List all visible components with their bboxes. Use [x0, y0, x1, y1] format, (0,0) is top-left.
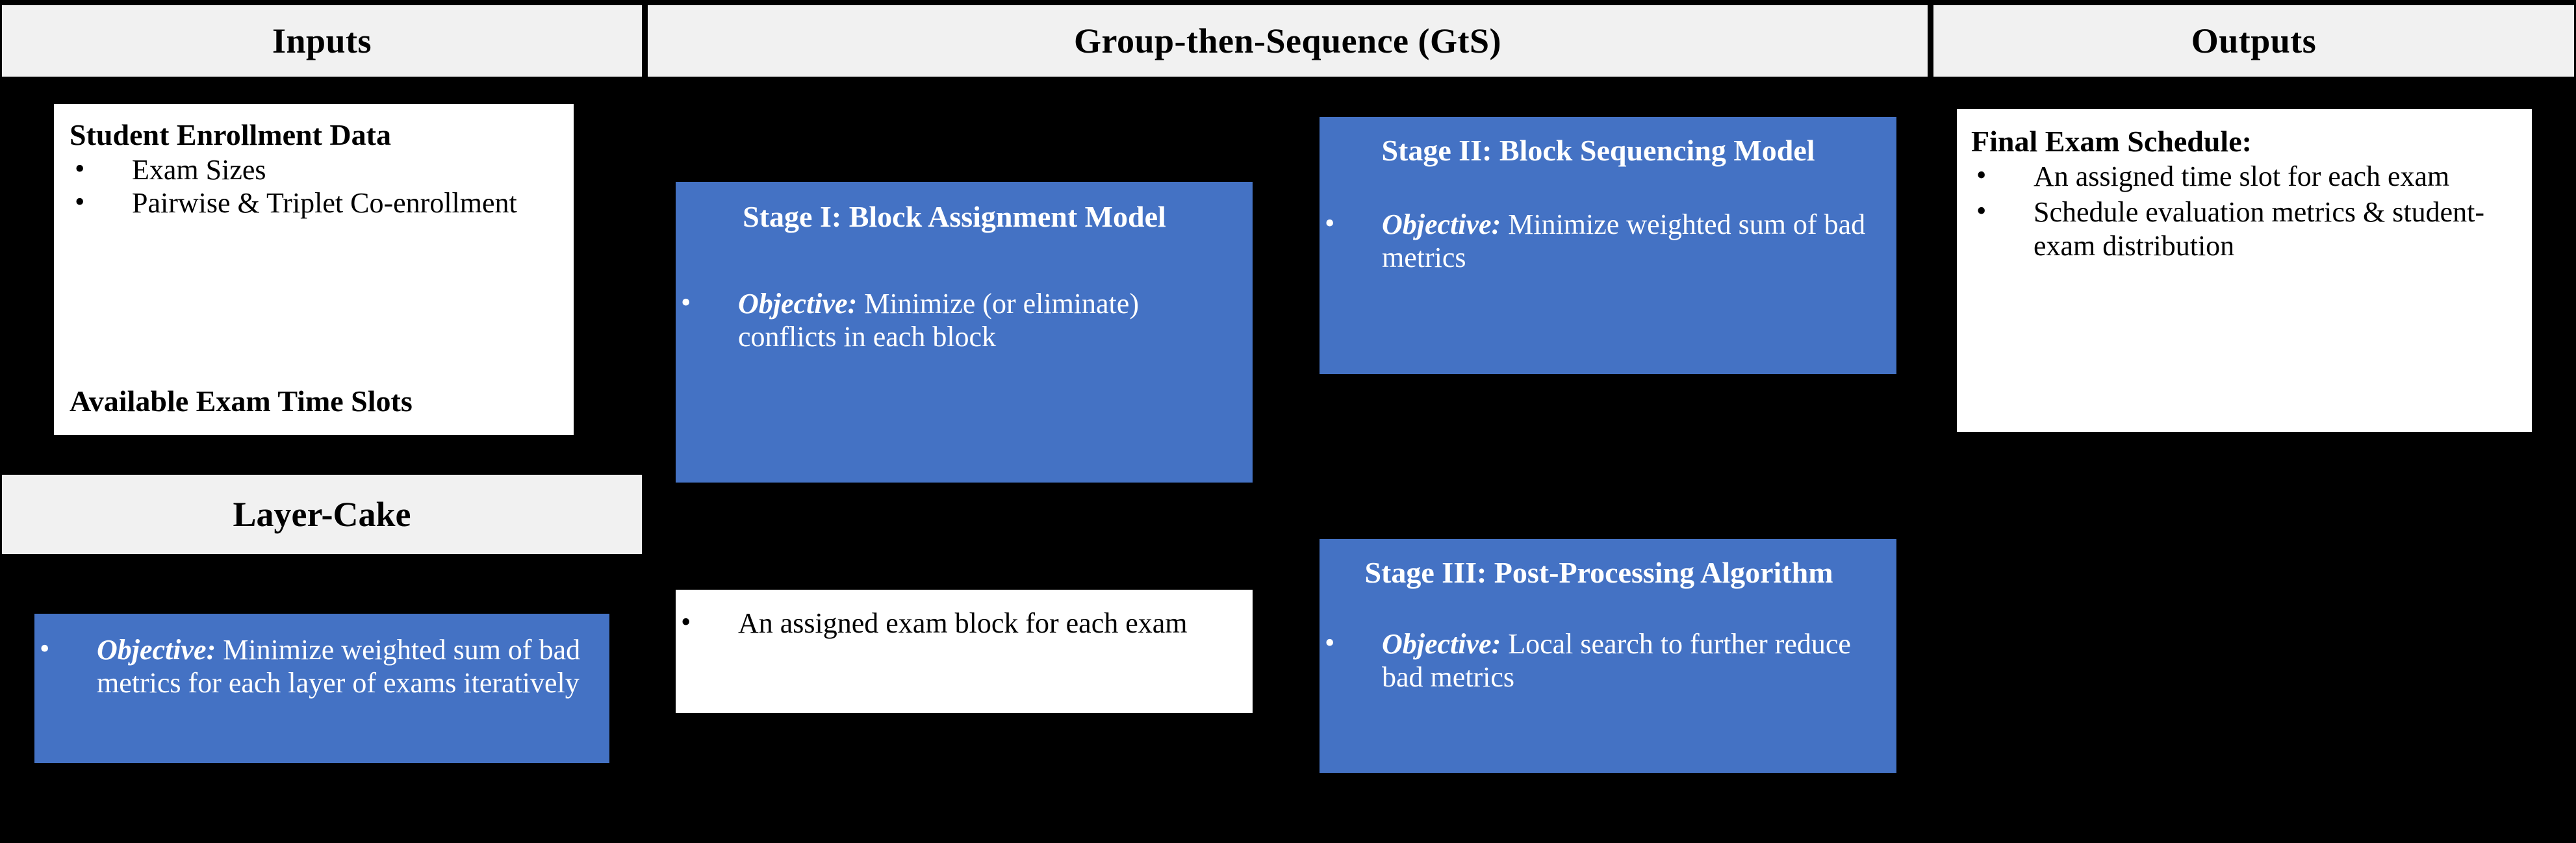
layer-cake-header-label: Layer-Cake: [233, 495, 411, 534]
list-item: Objective: Local search to further reduc…: [1320, 626, 1878, 694]
stage-3-card: Stage III: Post-Processing Algorithm Obj…: [1320, 539, 1896, 773]
objective-text: Minimize (or eliminate) conflicts in eac…: [738, 287, 1139, 353]
inputs-card-footer: Available Exam Time Slots: [70, 384, 413, 418]
column-header-gts-label: Group-then-Sequence (GtS): [1073, 21, 1502, 60]
inputs-card-bullet-list: Exam Sizes Pairwise & Triplet Co-enrollm…: [70, 152, 557, 220]
gts-intermediate-output-card: An assigned exam block for each exam: [676, 590, 1253, 713]
objective-label: Objective:: [1382, 208, 1501, 240]
list-item: An assigned time slot for each exam: [1971, 158, 2515, 193]
layer-cake-bullet-list: Objective: Minimize weighted sum of bad …: [34, 632, 593, 700]
list-item: An assigned exam block for each exam: [676, 605, 1237, 640]
list-item: Schedule evaluation metrics & student-ex…: [1971, 194, 2515, 262]
outputs-card-bullet-list: An assigned time slot for each exam Sche…: [1971, 158, 2515, 262]
stage-2-title: Stage II: Block Sequencing Model: [1381, 134, 1815, 167]
column-header-gts: Group-then-Sequence (GtS): [648, 5, 1928, 77]
stage-1-card: Stage I: Block Assignment Model Objectiv…: [676, 182, 1253, 483]
objective-label: Objective:: [1382, 627, 1501, 660]
stage-2-card: Stage II: Block Sequencing Model Objecti…: [1320, 117, 1896, 374]
stray-bullet-icon: [1310, 134, 1321, 145]
gts-intermediate-bullet-list: An assigned exam block for each exam: [676, 605, 1237, 640]
list-item: Objective: Minimize weighted sum of bad …: [34, 632, 593, 700]
stage-2-bullet-list: Objective: Minimize weighted sum of bad …: [1320, 207, 1877, 275]
outputs-card-title: Final Exam Schedule:: [1971, 125, 2252, 158]
objective-text: Minimize weighted sum of bad metrics for…: [97, 634, 581, 699]
column-header-inputs: Inputs: [2, 5, 642, 77]
inputs-card: Student Enrollment Data Exam Sizes Pairw…: [54, 104, 574, 435]
stage-1-bullet-list: Objective: Minimize (or eliminate) confl…: [676, 286, 1233, 354]
objective-label: Objective:: [97, 634, 216, 666]
layer-cake-card: Objective: Minimize weighted sum of bad …: [34, 614, 609, 763]
inputs-card-title: Student Enrollment Data: [70, 118, 391, 151]
list-item: Objective: Minimize (or eliminate) confl…: [676, 286, 1233, 354]
column-header-outputs-label: Outputs: [2191, 21, 2317, 60]
list-item: Objective: Minimize weighted sum of bad …: [1320, 207, 1877, 275]
stage-3-title: Stage III: Post-Processing Algorithm: [1364, 556, 1833, 589]
stage-1-title: Stage I: Block Assignment Model: [743, 200, 1166, 233]
list-item: Exam Sizes: [70, 152, 557, 186]
objective-text: Local search to further reduce bad metri…: [1382, 627, 1851, 694]
objective-label: Objective:: [738, 287, 858, 320]
column-header-outputs: Outputs: [1933, 5, 2574, 77]
stage-3-bullet-list: Objective: Local search to further reduc…: [1320, 626, 1878, 694]
list-item: Pairwise & Triplet Co-enrollment: [70, 185, 557, 220]
objective-text: Minimize weighted sum of bad metrics: [1382, 208, 1866, 274]
layer-cake-header: Layer-Cake: [2, 475, 642, 554]
column-header-inputs-label: Inputs: [272, 21, 372, 60]
outputs-card: Final Exam Schedule: An assigned time sl…: [1957, 109, 2532, 432]
